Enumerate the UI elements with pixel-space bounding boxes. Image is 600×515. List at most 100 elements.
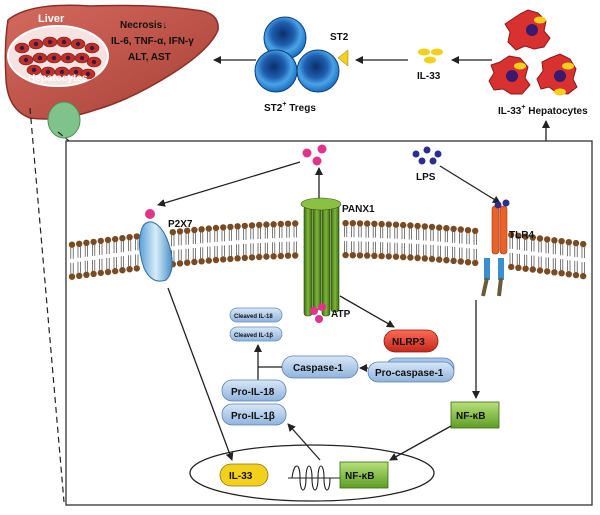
phospholipid-head bbox=[515, 232, 522, 239]
phospholipid-head bbox=[508, 231, 515, 239]
phospholipid-head bbox=[184, 259, 191, 266]
phospholipid-tail bbox=[574, 261, 578, 273]
phospholipid-head bbox=[68, 273, 76, 280]
phospholipid-tail bbox=[128, 240, 132, 252]
phospholipid-head bbox=[191, 226, 198, 234]
phospholipid-head bbox=[169, 229, 176, 236]
phospholipid-tail bbox=[567, 260, 571, 272]
phospholipid-head bbox=[241, 254, 248, 262]
phospholipid-tail bbox=[372, 241, 376, 253]
phospholipid-tail bbox=[192, 248, 196, 259]
phospholipid-tail bbox=[178, 249, 182, 261]
phospholipid-tail bbox=[437, 230, 441, 242]
phospholipid-head bbox=[349, 252, 356, 259]
phospholipid-head bbox=[284, 252, 292, 259]
tlr4-receptor: TLR4 bbox=[481, 199, 534, 297]
hepatocyte-nucleus bbox=[23, 57, 29, 63]
phospholipid-head bbox=[292, 220, 299, 227]
pro-caspase-label: Pro-caspase-1 bbox=[375, 368, 444, 379]
phospholipid-head bbox=[212, 224, 220, 232]
phospholipid-tail bbox=[430, 230, 434, 241]
phospholipid-head bbox=[436, 256, 443, 263]
lps-label: LPS bbox=[416, 172, 436, 183]
phospholipid-tail bbox=[113, 257, 117, 269]
phospholipid-tail bbox=[581, 247, 585, 259]
phospholipid-head bbox=[270, 253, 277, 260]
phospholipid-head bbox=[90, 270, 97, 278]
hepatocyte-nucleus bbox=[65, 55, 71, 61]
hepatocyte-nucleus bbox=[75, 41, 81, 47]
phospholipid-tail bbox=[279, 242, 283, 253]
phospholipid-tail bbox=[430, 245, 434, 256]
phospholipid-tail bbox=[444, 231, 448, 243]
phospholipid-head bbox=[97, 237, 105, 245]
phospholipid-head bbox=[565, 271, 572, 278]
phospholipid-head bbox=[464, 259, 472, 266]
phospholipid-tail bbox=[106, 243, 110, 254]
phospholipid-tail bbox=[264, 227, 268, 239]
phospholipid-tail bbox=[552, 258, 556, 270]
hepatocyte-nucleus bbox=[61, 39, 67, 45]
phospholipid-tail bbox=[84, 260, 88, 272]
phospholipid-tail bbox=[358, 241, 362, 253]
phospholipid-head bbox=[176, 228, 184, 235]
hepatocyte-nucleus bbox=[85, 71, 91, 77]
phospholipid-head bbox=[385, 221, 392, 228]
phospholipid-head bbox=[565, 239, 572, 246]
il33-secreted: IL-33 bbox=[417, 48, 443, 82]
il33-label: IL-33 bbox=[417, 71, 441, 82]
phospholipid-tail bbox=[408, 228, 412, 240]
phospholipid-tail bbox=[77, 246, 81, 258]
phospholipid-tail bbox=[531, 255, 535, 267]
phospholipid-tail bbox=[416, 244, 420, 255]
phospholipid-head bbox=[176, 260, 184, 267]
hepatocyte-nucleus bbox=[91, 59, 97, 65]
hepatocyte-nucleus bbox=[73, 69, 79, 75]
phospholipid-head bbox=[284, 220, 292, 227]
phospholipid-head bbox=[83, 239, 90, 246]
phospholipid-head bbox=[414, 254, 421, 262]
phospholipid-tail bbox=[243, 228, 247, 240]
phospholipid-head bbox=[292, 252, 299, 259]
phospholipid-head bbox=[580, 272, 587, 280]
tregs-label: ST2+ Tregs bbox=[264, 101, 316, 114]
phospholipid-head bbox=[227, 255, 234, 263]
phospholipid-head bbox=[68, 241, 76, 248]
phospholipid-tail bbox=[135, 254, 139, 266]
atp-label: ATP bbox=[331, 309, 351, 320]
phospholipid-head bbox=[342, 251, 349, 259]
phospholipid-head bbox=[76, 272, 83, 279]
phospholipid-head bbox=[184, 227, 191, 234]
phospholipid-head bbox=[234, 255, 241, 262]
phospholipid-tail bbox=[581, 262, 585, 274]
arrow-lps-to-tlr4 bbox=[439, 165, 501, 204]
phospholipid-tail bbox=[99, 243, 103, 255]
phospholipid-head bbox=[421, 255, 428, 262]
phospholipid-head bbox=[76, 240, 83, 247]
phospholipid-tail bbox=[473, 233, 477, 245]
phospholipid-tail bbox=[524, 239, 528, 251]
phospholipid-tail bbox=[178, 234, 182, 246]
arrow-nfkb-to-nucleus bbox=[389, 425, 452, 461]
phospholipid-tail bbox=[293, 241, 297, 253]
phospholipid-head bbox=[421, 223, 428, 230]
phospholipid-tail bbox=[264, 242, 268, 254]
phospholipid-head bbox=[572, 239, 580, 247]
phospholipid-tail bbox=[509, 252, 513, 264]
p2x7-receptor: P2X7 bbox=[138, 209, 193, 282]
phospholipid-head bbox=[97, 269, 105, 277]
phospholipid-tail bbox=[84, 245, 88, 257]
phospholipid-head bbox=[119, 267, 126, 274]
phospholipid-head bbox=[392, 221, 400, 228]
phospholipid-head bbox=[407, 254, 414, 261]
phospholipid-tail bbox=[387, 227, 391, 239]
phospholipid-head bbox=[248, 222, 256, 229]
phospholipid-tail bbox=[387, 242, 391, 254]
panx1-label: PANX1 bbox=[342, 204, 375, 215]
phospholipid-head bbox=[133, 233, 140, 240]
phospholipid-tail bbox=[466, 233, 470, 245]
phospholipid-tail bbox=[401, 228, 405, 240]
phospholipid-head bbox=[104, 268, 112, 276]
phospholipid-head bbox=[263, 221, 270, 228]
